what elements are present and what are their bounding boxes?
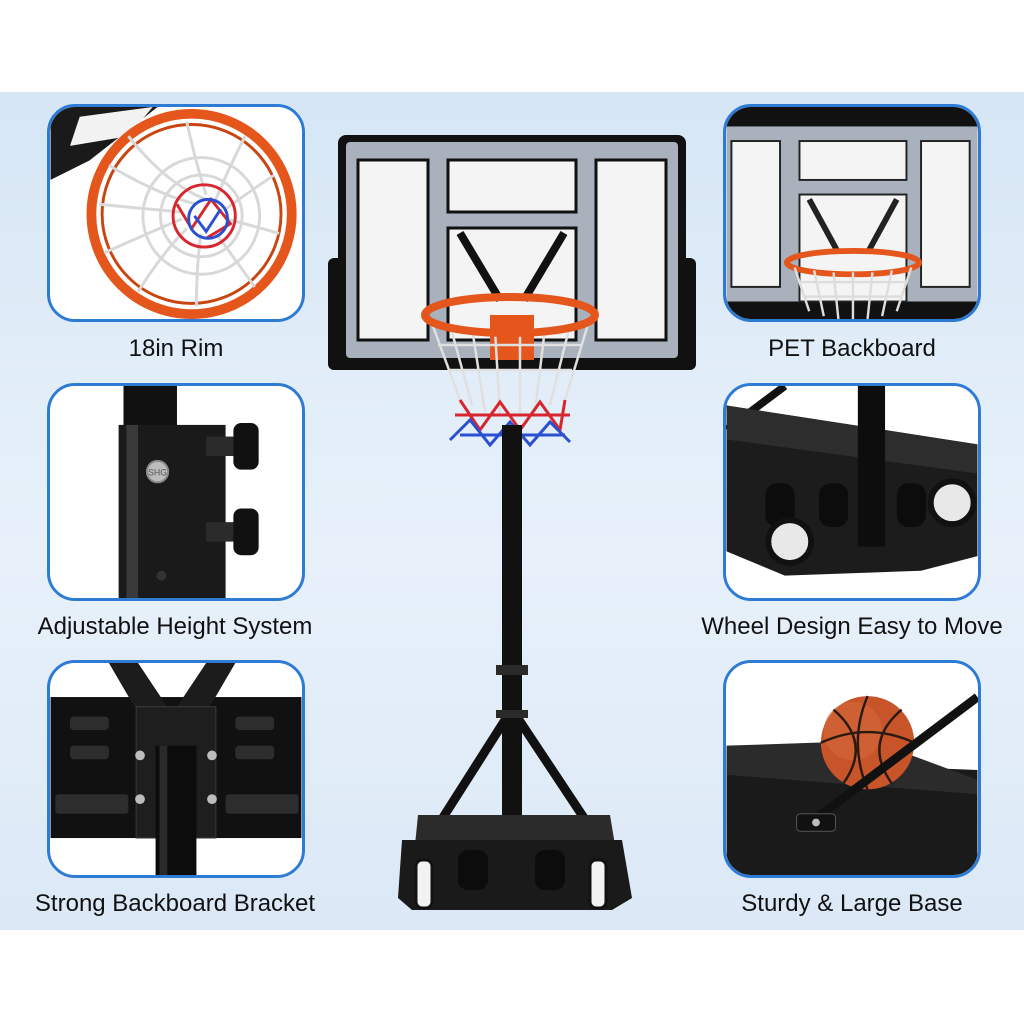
base-detail-card xyxy=(723,660,981,878)
brand-badge: SHG xyxy=(148,467,167,477)
wheels-detail-card xyxy=(723,383,981,601)
wheels-caption: Wheel Design Easy to Move xyxy=(701,613,1003,640)
backboard-caption: PET Backboard xyxy=(768,335,936,362)
base-caption: Sturdy & Large Base xyxy=(741,890,963,917)
backboard-closeup-image xyxy=(726,107,978,319)
weighted-base xyxy=(398,815,632,910)
bracket-caption: Strong Backboard Bracket xyxy=(34,890,316,917)
rim-closeup-image xyxy=(50,107,302,319)
backboard-detail-card xyxy=(723,104,981,322)
height-caption: Adjustable Height System xyxy=(37,613,313,640)
rim-detail-card xyxy=(47,104,305,322)
wheel-base-image xyxy=(726,386,978,598)
rim-and-net xyxy=(421,293,599,448)
height-detail-card: SHG xyxy=(47,383,305,601)
bracket-detail-card xyxy=(47,660,305,878)
base-with-ball-image xyxy=(726,663,978,875)
support-legs xyxy=(431,717,596,833)
rim-caption: 18in Rim xyxy=(128,335,224,362)
height-system-image: SHG xyxy=(50,386,302,598)
pole xyxy=(502,425,522,895)
backboard xyxy=(328,135,696,370)
bracket-image xyxy=(50,663,302,875)
basketball-hoop-product-image xyxy=(328,135,696,910)
